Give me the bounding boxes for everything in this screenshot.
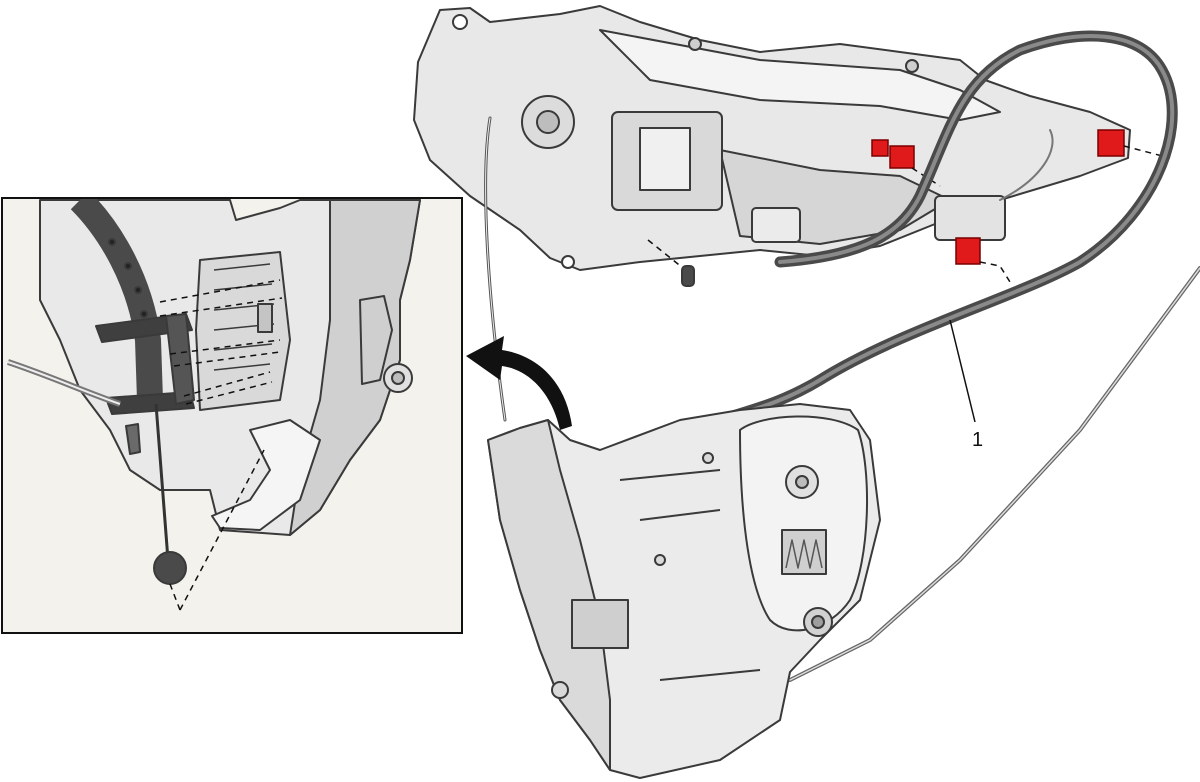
inset-sheath-rib: [108, 238, 116, 246]
latch-catch-slot: [571, 599, 629, 649]
inset-detail-view: [1, 197, 463, 634]
latch-rivet: [654, 554, 666, 566]
alignment-line: [979, 261, 1011, 283]
rod-end: [681, 265, 695, 287]
latch-rivet: [702, 452, 714, 464]
red-clip-icon: [889, 145, 915, 169]
latch-rib: [619, 469, 761, 681]
inset-sheath-rib: [124, 262, 132, 270]
bracket-tab: [751, 207, 801, 243]
bowden-cable: [484, 30, 1200, 682]
alignment-line: [169, 339, 281, 355]
inset-pivot-pin-center: [391, 371, 405, 385]
curved-arrow-icon: [466, 336, 572, 430]
latch-spring-window: [781, 529, 827, 575]
red-clip-icon: [1097, 129, 1125, 157]
lock-mechanism-slot: [639, 127, 691, 191]
inset-sheath-clip-lower: [105, 391, 195, 415]
rod-end-pin: [681, 265, 695, 287]
connector-housing: [934, 195, 1006, 241]
inset-clip-bracket: [195, 251, 291, 411]
alignment-line: [179, 449, 265, 611]
inset-clip-teeth: [213, 263, 275, 371]
cable-sheath-highlight: [718, 34, 1175, 422]
inset-slot: [359, 295, 393, 385]
retaining-clip-right: [905, 59, 919, 73]
curved-arrow-shaft: [466, 336, 572, 430]
outside-handle-frame: [413, 5, 1131, 271]
alignment-line: [159, 279, 281, 303]
latch-gear-center: [795, 475, 809, 489]
handle-frame-upper-rib: [599, 29, 1001, 121]
inset-pull-rod: [154, 403, 170, 561]
inset-secondary-cable-inner: [7, 361, 121, 405]
callout-leader-line: [949, 319, 976, 423]
callout-1: 1: [949, 319, 983, 451]
alignment-line: [185, 381, 273, 405]
wiring-harness: [999, 129, 1054, 201]
alignment-line: [1123, 145, 1171, 159]
door-latch-assembly: [487, 403, 881, 779]
alignment-line: [647, 239, 689, 273]
callout-label: 1: [972, 429, 983, 451]
inset-latch-side: [289, 199, 421, 536]
red-clip-icon: [871, 139, 889, 157]
long-rod-inner: [789, 267, 1200, 681]
inset-small-bracket: [125, 423, 141, 455]
alignment-line: [183, 371, 271, 397]
latch-rivet: [551, 681, 569, 699]
latch-bolt-center: [811, 615, 825, 629]
mount-hole-bottom: [561, 255, 575, 269]
inset-release-lever: [211, 419, 321, 531]
mount-hole-left: [452, 14, 468, 30]
latch-spring: [785, 539, 823, 569]
alignment-line: [173, 351, 281, 367]
latch-side-plate: [487, 419, 611, 771]
latch-motor-cover: [739, 415, 869, 632]
retaining-clip-top: [688, 37, 702, 51]
inset-sheath-rib: [134, 286, 142, 294]
inset-clip-tab: [257, 303, 273, 333]
red-clip-icon: [955, 237, 981, 265]
inset-alignment-lines: [159, 279, 283, 611]
inset-sheath-rib: [140, 310, 148, 318]
inset-ball-end: [153, 551, 187, 585]
alignment-line: [159, 297, 283, 317]
pivot-hub-center: [536, 110, 560, 134]
inset-sheath-clip-body: [165, 313, 195, 405]
highlighted-clips: [871, 129, 1125, 265]
alignment-line: [169, 583, 181, 611]
